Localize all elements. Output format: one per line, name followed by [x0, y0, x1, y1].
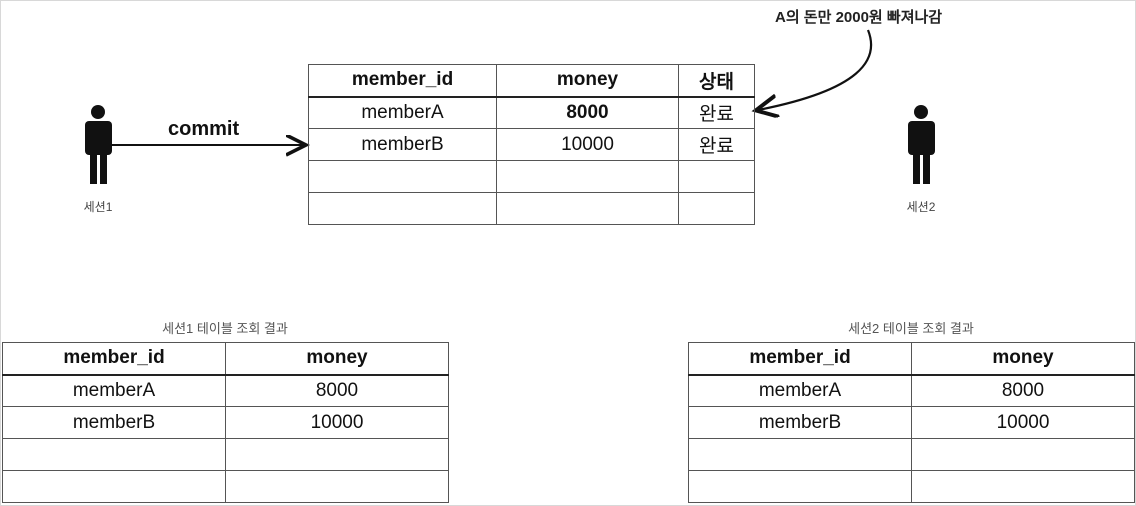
table-row — [308, 160, 755, 193]
table-cell: 10000 — [911, 406, 1135, 439]
column-header: member_id — [2, 342, 226, 376]
table-row — [688, 470, 1135, 503]
table-row: memberA 8000 완료 — [308, 96, 755, 129]
table-cell — [688, 470, 912, 503]
session1-label: 세션1 — [83, 200, 113, 214]
table-cell — [2, 470, 226, 503]
table-row — [2, 438, 449, 471]
table-cell — [678, 160, 755, 193]
table-cell — [225, 470, 449, 503]
table-header-row: member_id money — [2, 342, 449, 376]
table-cell: 완료 — [678, 128, 755, 161]
table-cell — [2, 438, 226, 471]
session1-result-table: member_id money memberA 8000 memberB 100… — [2, 342, 449, 503]
table-cell: 8000 — [911, 374, 1135, 407]
column-header: member_id — [308, 64, 497, 98]
table-cell — [688, 438, 912, 471]
annotation-text: A의 돈만 2000원 빠져나감 — [775, 9, 943, 26]
table-cell — [496, 160, 679, 193]
table-cell — [308, 160, 497, 193]
table-row: memberB 10000 완료 — [308, 128, 755, 161]
table-row: memberA 8000 — [2, 374, 449, 407]
table-cell — [308, 192, 497, 225]
table-header-row: member_id money 상태 — [308, 64, 755, 98]
table-row: memberB 10000 — [688, 406, 1135, 439]
table-cell: memberB — [308, 128, 497, 161]
table-cell — [225, 438, 449, 471]
table-cell — [496, 192, 679, 225]
table-cell: 10000 — [225, 406, 449, 439]
table-cell: memberA — [688, 374, 912, 407]
database-table: member_id money 상태 memberA 8000 완료 membe… — [308, 64, 755, 225]
table-cell: memberB — [2, 406, 226, 439]
column-header: money — [496, 64, 679, 98]
table-row — [308, 192, 755, 225]
table-cell: 8000 — [225, 374, 449, 407]
column-header: 상태 — [678, 64, 755, 98]
table-cell — [911, 470, 1135, 503]
column-header: member_id — [688, 342, 912, 376]
session1-person-icon — [85, 105, 112, 184]
session2-person-icon — [908, 105, 935, 184]
session2-result-table: member_id money memberA 8000 memberB 100… — [688, 342, 1135, 503]
table-cell: 10000 — [496, 128, 679, 161]
table-header-row: member_id money — [688, 342, 1135, 376]
table-cell — [678, 192, 755, 225]
table-row — [688, 438, 1135, 471]
table-row: memberA 8000 — [688, 374, 1135, 407]
session1-table-caption: 세션1 테이블 조회 결과 — [162, 321, 288, 336]
column-header: money — [225, 342, 449, 376]
column-header: money — [911, 342, 1135, 376]
table-cell: 완료 — [678, 96, 755, 129]
table-cell: memberB — [688, 406, 912, 439]
table-cell: memberA — [2, 374, 226, 407]
session2-table-caption: 세션2 테이블 조회 결과 — [848, 321, 974, 336]
session2-label: 세션2 — [906, 200, 936, 214]
commit-label: commit — [168, 118, 240, 140]
annotation-arrow — [758, 29, 873, 110]
table-cell: 8000 — [496, 96, 679, 129]
table-row: memberB 10000 — [2, 406, 449, 439]
table-row — [2, 470, 449, 503]
table-cell: memberA — [308, 96, 497, 129]
table-cell — [911, 438, 1135, 471]
